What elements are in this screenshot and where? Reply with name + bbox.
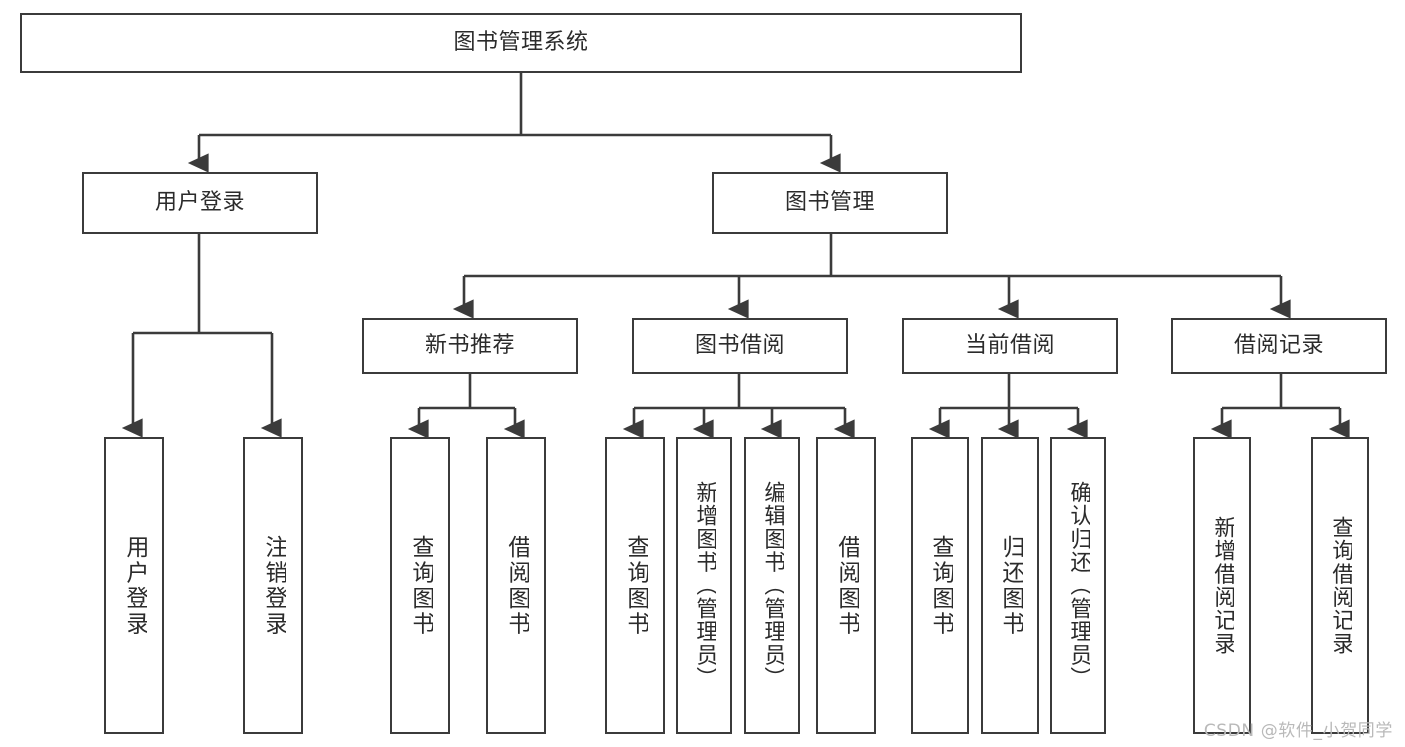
node-leaf-confirm-return[interactable]: 确认归还（管理员） [1050,437,1106,734]
node-book-borrow[interactable]: 图书借阅 [632,318,848,374]
node-leaf-borrow-book-1[interactable]: 借阅图书 [486,437,546,734]
node-label: 借阅记录 [1233,333,1324,359]
node-label: 归还图书 [997,534,1023,637]
node-leaf-add-record[interactable]: 新增借阅记录 [1193,437,1251,734]
node-label: 查询图书 [407,534,433,637]
node-book-manage[interactable]: 图书管理 [712,172,948,234]
node-leaf-return-book[interactable]: 归还图书 [981,437,1039,734]
node-leaf-query-book-3[interactable]: 查询图书 [911,437,969,734]
node-borrow-record[interactable]: 借阅记录 [1171,318,1387,374]
node-label: 新增借阅记录 [1210,515,1235,656]
node-user-login[interactable]: 用户登录 [82,172,318,234]
node-leaf-borrow-book-2[interactable]: 借阅图书 [816,437,876,734]
node-label: 新书推荐 [424,333,515,359]
node-label: 当前借阅 [964,333,1055,359]
node-leaf-user-login[interactable]: 用户登录 [104,437,164,734]
node-new-book-recommend[interactable]: 新书推荐 [362,318,578,374]
node-leaf-query-book-1[interactable]: 查询图书 [390,437,450,734]
node-label: 新增图书（管理员） [692,481,717,690]
node-label: 借阅图书 [833,534,859,637]
node-label: 查询图书 [622,534,648,637]
node-root-book-management-system[interactable]: 图书管理系统 [20,13,1022,73]
node-label: 图书管理系统 [453,30,589,56]
node-label: 借阅图书 [503,534,529,637]
node-label: 查询借阅记录 [1328,515,1353,656]
node-label: 图书管理 [784,190,875,216]
node-leaf-edit-book[interactable]: 编辑图书（管理员） [744,437,800,734]
node-current-borrow[interactable]: 当前借阅 [902,318,1118,374]
csdn-watermark: CSDN @软件_小贺同学 [1203,721,1393,741]
node-label: 用户登录 [154,190,245,216]
node-label: 编辑图书（管理员） [760,481,785,690]
node-label: 确认归还（管理员） [1066,481,1091,690]
node-leaf-query-book-2[interactable]: 查询图书 [605,437,665,734]
node-label: 用户登录 [121,534,147,637]
node-label: 注销登录 [260,534,286,637]
node-label: 图书借阅 [694,333,785,359]
node-leaf-add-book[interactable]: 新增图书（管理员） [676,437,732,734]
node-label: 查询图书 [927,534,953,637]
node-leaf-logout-login[interactable]: 注销登录 [243,437,303,734]
node-leaf-query-record[interactable]: 查询借阅记录 [1311,437,1369,734]
